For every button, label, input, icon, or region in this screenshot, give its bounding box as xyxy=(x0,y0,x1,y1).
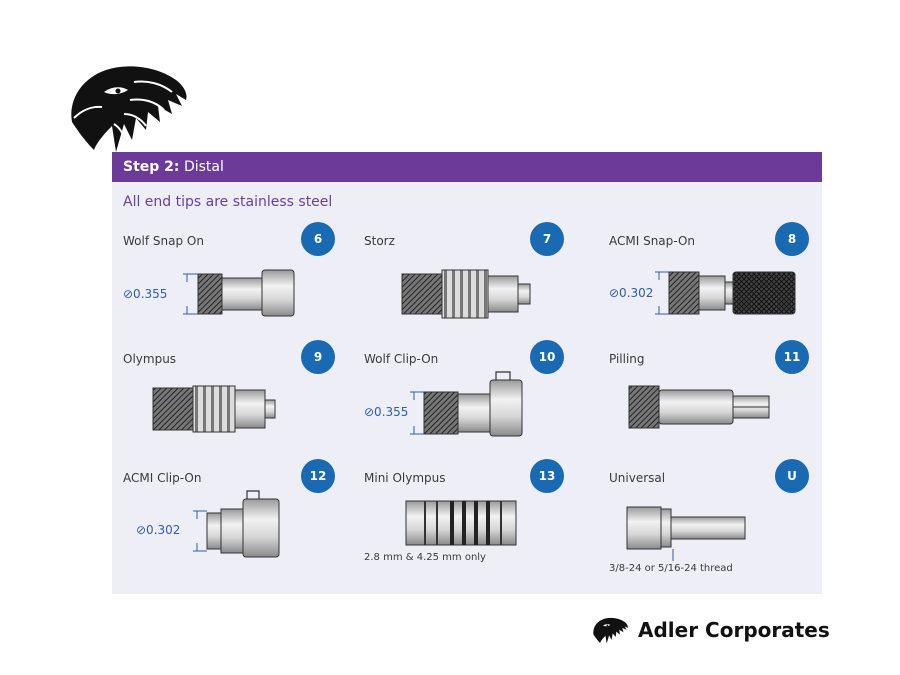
tip-name: Universal xyxy=(609,471,666,485)
wolf-snap-on-tip-drawing xyxy=(183,269,295,317)
tip-diameter: ⊘0.302 xyxy=(136,523,181,537)
universal-tip-drawing xyxy=(626,506,746,561)
tip-cell-wolf-snap-on: Wolf Snap On 6 ⊘0.355 xyxy=(123,222,353,354)
tip-diameter: ⊘0.302 xyxy=(609,286,654,300)
tip-cell-pilling: Pilling 11 xyxy=(609,340,839,472)
tip-cell-acmi-snap-on: ACMI Snap-On 8 ⊘0.302 xyxy=(609,222,839,354)
tip-name: ACMI Clip-On xyxy=(123,471,202,485)
tip-cell-universal: Universal U 3/8-24 or 5/16-24 thread xyxy=(609,459,839,591)
tip-badge: 6 xyxy=(301,222,335,256)
acmi-clip-on-tip-drawing xyxy=(193,490,280,558)
olympus-tip-drawing xyxy=(152,385,276,433)
eagle-logo-icon xyxy=(71,66,187,152)
panel-header: Step 2: Distal xyxy=(112,152,822,182)
tip-badge: 8 xyxy=(775,222,809,256)
brand-name: Adler Corporates xyxy=(638,618,830,642)
tip-badge: 7 xyxy=(530,222,564,256)
tip-diameter: ⊘0.355 xyxy=(123,287,168,301)
panel-subtitle: All end tips are stainless steel xyxy=(123,194,333,210)
tip-name: Pilling xyxy=(609,352,645,366)
storz-tip-drawing xyxy=(401,269,531,319)
mini-olympus-tip-drawing xyxy=(405,500,517,546)
tip-badge: 11 xyxy=(775,340,809,374)
tip-cell-wolf-clip-on: Wolf Clip-On 10 ⊘0.355 xyxy=(364,340,594,472)
wolf-clip-on-tip-drawing xyxy=(410,371,523,437)
tip-note: 3/8-24 or 5/16-24 thread xyxy=(609,563,733,574)
tip-note: 2.8 mm & 4.25 mm only xyxy=(364,552,486,563)
tip-name: Storz xyxy=(364,234,395,248)
tip-name: Wolf Snap On xyxy=(123,234,204,248)
tip-name: Olympus xyxy=(123,352,177,366)
tip-badge: 13 xyxy=(530,459,564,493)
acmi-snap-on-tip-drawing xyxy=(655,271,796,315)
header-title: Distal xyxy=(183,159,224,175)
tip-cell-storz: Storz 7 xyxy=(364,222,594,354)
tip-badge: 10 xyxy=(530,340,564,374)
tip-name: ACMI Snap-On xyxy=(609,234,695,248)
header-step: Step 2: xyxy=(123,159,180,175)
tip-cell-mini-olympus: Mini Olympus 13 2.8 mm & 4.25 mm only xyxy=(364,459,594,591)
eagle-head-icon xyxy=(593,617,628,644)
tip-cell-olympus: Olympus 9 xyxy=(123,340,353,472)
tip-name: Wolf Clip-On xyxy=(364,352,439,366)
tip-badge: 12 xyxy=(301,459,335,493)
pilling-tip-drawing xyxy=(628,385,770,429)
tip-badge: 9 xyxy=(301,340,335,374)
tip-badge: U xyxy=(775,459,809,493)
tip-cell-acmi-clip-on: ACMI Clip-On 12 ⊘0.302 xyxy=(123,459,353,591)
tip-name: Mini Olympus xyxy=(364,471,446,485)
tip-diameter: ⊘0.355 xyxy=(364,405,409,419)
distal-tips-panel: Step 2: Distal All end tips are stainles… xyxy=(112,152,822,594)
